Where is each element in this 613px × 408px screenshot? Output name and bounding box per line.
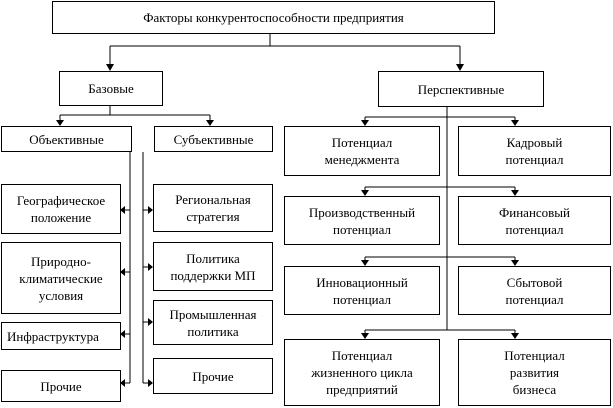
prospective-item-production: Производственный потенциал [284, 196, 440, 245]
subjective-item-other: Прочие [153, 358, 273, 394]
prospective-item-sales: Сбытовой потенциал [458, 266, 611, 315]
basic-factors-box: Базовые [59, 71, 163, 106]
prospective-item-life-cycle: Потенциал жизненного цикла предприятий [284, 339, 440, 406]
objective-item-other: Прочие [1, 370, 121, 402]
subjective-item-regional-strategy: Региональная стратегия [153, 184, 273, 232]
subjective-item-sme-support: Политика поддержки МП [153, 242, 273, 291]
prospective-item-financial: Финансовый потенциал [458, 196, 611, 245]
prospective-item-personnel: Кадровый потенциал [458, 126, 611, 176]
prospective-factors-box: Перспективные [378, 71, 544, 107]
subjective-factors-box: Субъективные [154, 126, 273, 152]
root-box: Факторы конкурентоспособности предприяти… [52, 1, 495, 34]
prospective-item-management: Потенциал менеджмента [284, 126, 440, 176]
objective-item-infrastructure: Инфраструктура [1, 322, 121, 350]
prospective-item-business-development: Потенциал развития бизнеса [458, 339, 611, 406]
objective-item-geography: Географическое положение [1, 184, 121, 234]
subjective-item-industrial-policy: Промышленная политика [153, 300, 273, 345]
objective-item-climate: Природно- климатические условия [1, 242, 121, 314]
prospective-item-innovation: Инновационный потенциал [284, 266, 440, 315]
objective-factors-box: Объективные [1, 126, 132, 152]
